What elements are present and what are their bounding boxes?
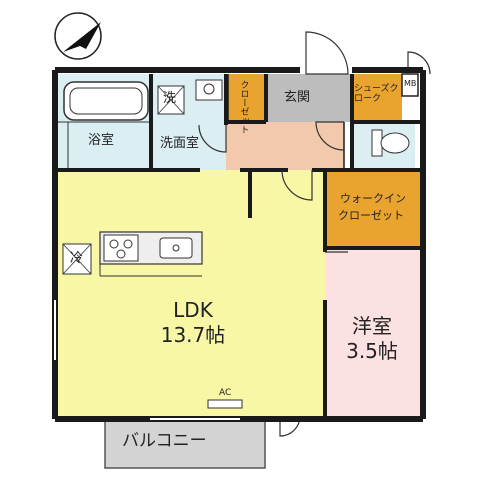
wash-basin-icon bbox=[195, 79, 223, 101]
door-swings bbox=[198, 31, 431, 437]
kitchen-counter bbox=[99, 231, 203, 277]
walkin-label-1: ウォークイン bbox=[340, 192, 406, 205]
entrance-label: 玄関 bbox=[284, 90, 311, 105]
entrance-area bbox=[266, 74, 352, 122]
refrigerator-icon bbox=[62, 243, 92, 275]
ldk-size: 13.7帖 bbox=[160, 323, 226, 347]
bath-label: 浴室 bbox=[88, 133, 115, 148]
windows bbox=[54, 300, 240, 420]
toilet-icon bbox=[371, 129, 410, 157]
closet-small-label: クローゼット bbox=[238, 80, 249, 134]
washing-machine-icon bbox=[157, 85, 185, 115]
ldk-label: LDK 13.7帖 bbox=[148, 298, 238, 348]
closet-small bbox=[228, 74, 266, 122]
wash-mark: 洗 bbox=[163, 91, 177, 106]
ldk-room bbox=[58, 170, 325, 416]
western-room bbox=[325, 248, 420, 416]
walkin-closet bbox=[325, 170, 420, 248]
balcony-area bbox=[104, 417, 266, 469]
western-size: 3.5帖 bbox=[346, 339, 398, 363]
ac-unit bbox=[207, 399, 243, 409]
partition-lines bbox=[227, 74, 345, 170]
fridge-mark: 冷 bbox=[70, 251, 84, 266]
western-label: 洋室 3.5帖 bbox=[332, 314, 412, 364]
balcony-label: バルコニー bbox=[122, 431, 207, 451]
ac-label: AC bbox=[219, 388, 232, 398]
washroom-label: 洗面室 bbox=[160, 136, 200, 151]
shoes-cloak bbox=[352, 74, 402, 122]
hallway bbox=[226, 122, 344, 170]
western-name: 洋室 bbox=[352, 314, 392, 338]
ldk-name: LDK bbox=[173, 298, 213, 322]
mb-box bbox=[401, 73, 419, 97]
shoes-cloak-label: シューズクローク bbox=[354, 84, 399, 105]
mb-label: MB bbox=[404, 79, 417, 88]
interior-walls bbox=[58, 74, 420, 416]
bathtub-icon bbox=[58, 81, 151, 168]
walkin-label-2: クローゼット bbox=[338, 209, 404, 222]
north-arrow-icon bbox=[54, 12, 102, 60]
